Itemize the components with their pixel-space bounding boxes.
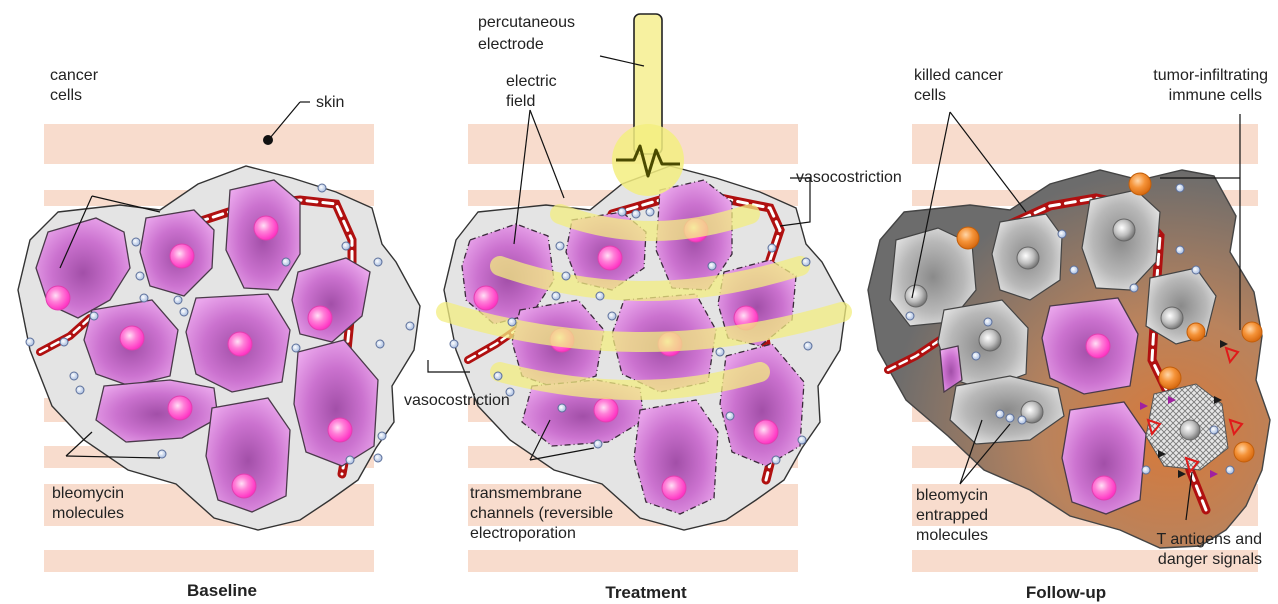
panel-title-followup: Follow-up: [1026, 583, 1106, 602]
label-electric-field: electric: [506, 73, 557, 90]
label-antigens: T antigens and: [1156, 531, 1262, 548]
label-bleomycin-2: molecules: [52, 505, 124, 522]
label-immune-cells-2: immune cells: [1169, 87, 1262, 104]
label-channels: transmembrane: [470, 485, 582, 502]
label-immune-cells: tumor-infiltrating: [1153, 67, 1268, 84]
label-entrapped-3: molecules: [916, 527, 988, 544]
immune-cell: [957, 227, 979, 249]
label-skin: skin: [316, 94, 344, 111]
panel-title-treatment: Treatment: [605, 583, 687, 602]
label-vasoconstriction-right: vasocostriction: [796, 169, 902, 186]
label-channels-2: channels (reversible: [470, 505, 613, 522]
panel-title-baseline: Baseline: [187, 581, 257, 600]
immune-cell: [1242, 322, 1262, 342]
immune-cell: [1234, 442, 1254, 462]
followup-panel: killed cancer cells tumor-infiltrating imm…: [868, 67, 1270, 602]
label-vasoconstriction-left: vasocostriction: [404, 392, 510, 409]
skin-marker-dot: [263, 135, 273, 145]
label-antigens-2: danger signals: [1158, 551, 1262, 568]
label-electrode: percutaneous: [478, 14, 575, 31]
immune-cell: [1129, 173, 1151, 195]
label-entrapped-2: entrapped: [916, 507, 988, 524]
label-entrapped: bleomycin: [916, 487, 988, 504]
label-electric-field-2: field: [506, 93, 535, 110]
label-electrode-2: electrode: [478, 36, 544, 53]
label-bleomycin: bleomycin: [52, 485, 124, 502]
label-killed-cells-2: cells: [914, 87, 946, 104]
percutaneous-electrode: [612, 14, 684, 196]
immune-cell: [1159, 367, 1181, 389]
label-channels-3: electroporation: [470, 525, 576, 542]
baseline-panel: cancer cells skin bleomycin molecules Base…: [18, 67, 420, 600]
treatment-panel: percutaneous electrode electric field vaso…: [404, 14, 902, 602]
label-cancer-cells-2: cells: [50, 87, 82, 104]
immune-cell: [1187, 323, 1205, 341]
label-killed-cells: killed cancer: [914, 67, 1004, 84]
label-cancer-cells: cancer: [50, 67, 99, 84]
